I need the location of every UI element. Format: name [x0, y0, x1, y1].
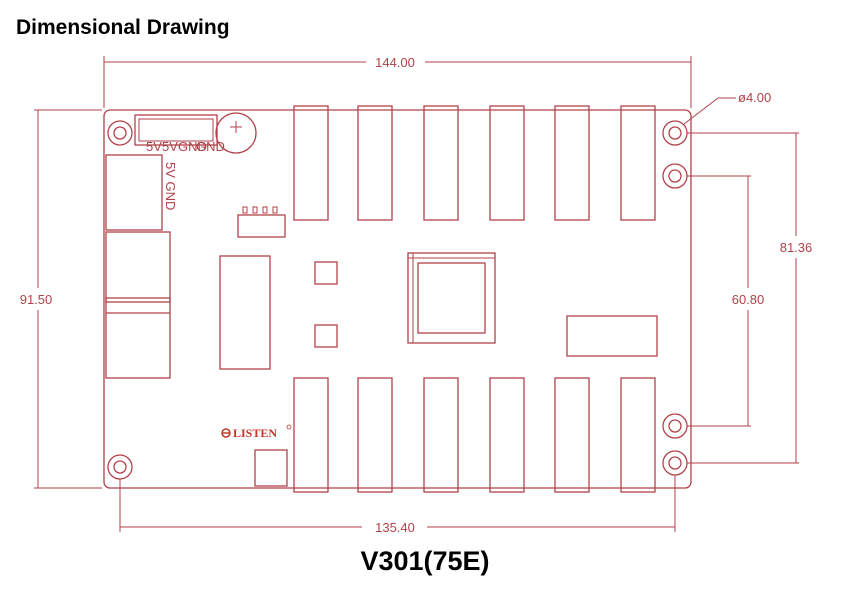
top-header-connector	[134, 114, 218, 146]
dimension-left-height-label: 91.50	[20, 292, 53, 307]
hub-connector-bottom-3	[423, 377, 459, 493]
drawing-heading: Dimensional Drawing	[16, 16, 230, 39]
dimension-inner-hole-spacing: 60.80	[687, 175, 765, 427]
board-outline	[103, 109, 692, 489]
dimension-outer-hole-spacing-label: 81.36	[780, 240, 813, 255]
dimension-inner-hole-spacing-label: 60.80	[732, 292, 765, 307]
power-label: 5V GND	[163, 162, 178, 210]
mounting-hole-right-4	[662, 450, 688, 476]
ethernet-port-lower	[105, 297, 171, 379]
svg-text:GND: GND	[178, 139, 207, 154]
dimension-outer-hole-spacing: 81.36	[687, 132, 813, 464]
dimension-top-width: 144.00	[103, 55, 692, 108]
hub-connector-bottom-4	[489, 377, 525, 493]
dimension-hole-diameter-label: ø4.00	[738, 90, 771, 105]
buzzer-component	[215, 112, 257, 154]
model-title: V301(75E)	[360, 546, 490, 576]
svg-text:5V: 5V	[146, 139, 162, 154]
hub-connector-bottom-2	[357, 377, 393, 493]
hub-connector-top-6	[620, 105, 656, 221]
right-component	[566, 315, 658, 357]
hub-connector-top-1	[293, 105, 329, 221]
ethernet-port-upper	[105, 231, 171, 303]
hub-connector-top-2	[357, 105, 393, 221]
tall-chip	[219, 255, 271, 370]
mounting-hole-right-1	[662, 120, 688, 146]
hub-connector-bottom-5	[554, 377, 590, 493]
dimension-bottom-hole-spacing-label: 135.40	[375, 520, 415, 535]
hub-connector-top-4	[489, 105, 525, 221]
dimension-hole-diameter: ø4.00	[683, 90, 771, 125]
small-header	[237, 214, 286, 238]
power-terminal	[105, 154, 163, 231]
bottom-square-component	[254, 449, 288, 487]
mounting-hole-top-left	[107, 120, 133, 146]
hub-connector-bottom-1	[293, 377, 329, 493]
listen-logo: LISTEN	[221, 424, 292, 440]
svg-text:5V: 5V	[162, 139, 178, 154]
brand-text: LISTEN	[233, 426, 277, 440]
dimension-bottom-hole-spacing: 135.40	[119, 475, 676, 535]
mounting-hole-right-2	[662, 163, 688, 189]
dimension-left-height: 91.50	[20, 109, 102, 489]
mounting-hole-bottom-left	[107, 454, 133, 480]
dimension-top-width-label: 144.00	[375, 55, 415, 70]
hub-connector-top-5	[554, 105, 590, 221]
small-square-component-2	[314, 324, 338, 348]
svg-text:GND: GND	[196, 139, 225, 154]
mounting-hole-right-3	[662, 413, 688, 439]
hub-connector-top-3	[423, 105, 459, 221]
small-square-component-1	[314, 261, 338, 285]
main-processor-chip	[407, 252, 496, 344]
hub-connector-bottom-6	[620, 377, 656, 493]
